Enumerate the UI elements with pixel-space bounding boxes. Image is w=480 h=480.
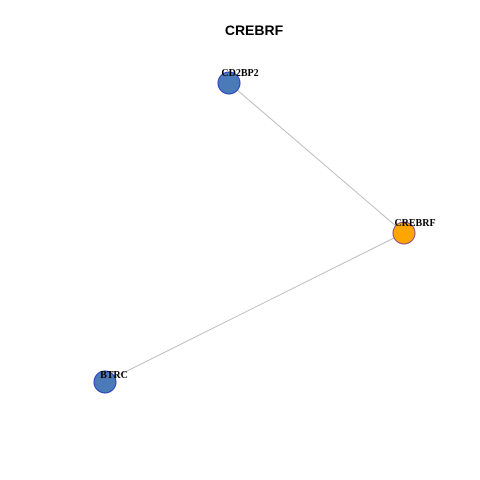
node-cd2bp2-label: CD2BP2 [221, 68, 258, 79]
node-btrc-circle[interactable] [93, 370, 117, 394]
edge-btrc-crebrf [104, 232, 405, 383]
node-cd2bp2-circle[interactable] [217, 71, 241, 95]
node-btrc[interactable]: BTRC [93, 370, 128, 394]
node-btrc-label: BTRC [100, 370, 128, 381]
nodes-layer: CD2BP2 CREBRF BTRC [93, 68, 436, 394]
diagram-title: CREBRF [225, 22, 284, 38]
node-crebrf[interactable]: CREBRF [392, 218, 436, 245]
node-crebrf-label: CREBRF [394, 218, 435, 229]
edges-layer [104, 82, 405, 383]
edge-cd2bp2-crebrf [228, 82, 405, 234]
node-crebrf-circle[interactable] [392, 221, 416, 245]
node-cd2bp2[interactable]: CD2BP2 [217, 68, 259, 95]
